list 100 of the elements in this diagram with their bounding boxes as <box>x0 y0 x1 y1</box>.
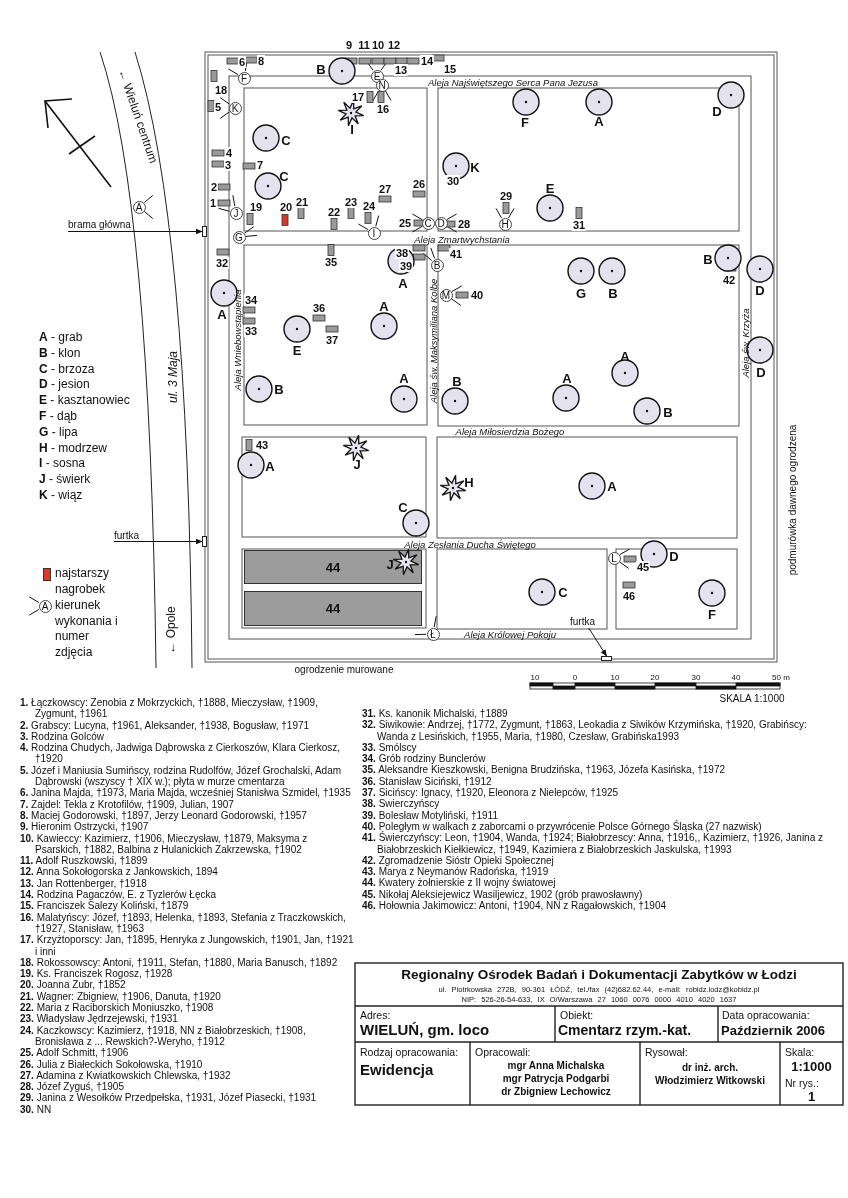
grave-number: 23 <box>343 196 359 208</box>
grave-number: 22 <box>326 206 342 218</box>
grave-number: 31 <box>571 219 587 231</box>
tree-letter: A <box>562 370 572 386</box>
alley-name: Aleja św. Maksymiliana Kolbe <box>427 278 438 404</box>
list-entry: 4. Rodzina Chudych, Jadwiga Dąbrowska z Cierkoszów, Klara Cierkosz, †1920 <box>20 742 342 765</box>
alley-name: Aleja Najświętszego Serca Pana Jezusa <box>428 76 598 88</box>
grave-number: 10 <box>370 39 386 51</box>
tree-letter: B <box>663 404 673 420</box>
tree-letter: E <box>292 342 302 358</box>
photo-marker: A <box>38 599 52 613</box>
author-name: dr inż. arch. <box>680 1062 740 1073</box>
alley-name: Aleja Wniebowstąpienia <box>231 289 242 391</box>
list-entry: 5. Józef i Maniusia Sumińscy, rodzina Rudolfów, Józef Grochalski, Adam Dąbrowski (wszyscy † XIX w.); płyta w murze cmentarza <box>20 764 342 788</box>
tree-letter: F <box>708 606 716 622</box>
list-entry: 22. Maria z Raciborskich Moniuszko, †1908 <box>20 1002 215 1014</box>
author-name: mgr Anna Michalska <box>506 1060 606 1071</box>
field-caption: Opracowali: <box>475 1046 532 1058</box>
list-entry: 46. Hołownia Jakimowicz: Antoni, †1904, NN z Ragałowskich, †1904 <box>362 900 668 912</box>
legend-entry: B - klon <box>39 346 81 359</box>
list-entry: 25. Adolf Schmitt, †1906 <box>20 1047 129 1059</box>
tree-letter: J <box>353 456 361 472</box>
gate-post <box>601 656 612 661</box>
legend-entry: D - jesion <box>39 378 90 391</box>
grave-number: 40 <box>469 289 485 301</box>
field-value: 1:1000 <box>790 1059 833 1074</box>
list-entry: 45. Nikołaj Aleksiejewicz Wasiljewicz, 1902 (grób prawosławny) <box>362 888 644 901</box>
list-entry: 33. Smólscy <box>362 741 417 754</box>
list-entry: 28. Józef Zyguś, †1905 <box>20 1081 125 1093</box>
field-caption: Data opracowania: <box>722 1009 811 1021</box>
field-value: WIELUŃ, gm. loco <box>360 1021 491 1038</box>
grave-number: 5 <box>213 101 223 113</box>
map-note: podmurówka dawnego ogrodzena <box>786 424 798 576</box>
grave-number: 25 <box>397 217 413 229</box>
list-entry: 30. NN <box>20 1103 53 1115</box>
tree-letter: A <box>399 370 409 386</box>
field-caption: Skala: <box>785 1046 816 1058</box>
tree-letter: B <box>703 251 713 267</box>
list-entry: 43. Marya z Neymanów Radońska, †1919 <box>362 866 549 878</box>
legend-entry: E - kasztanowiec <box>39 394 130 407</box>
grave-number: 39 <box>398 260 414 272</box>
list-entry: 3. Rodzina Golców <box>20 730 104 743</box>
grave-number: 42 <box>721 274 737 286</box>
field-caption: Adres: <box>360 1009 392 1021</box>
photo-marker: G <box>232 230 246 244</box>
tree-letter: D <box>712 103 722 119</box>
grave-number: 21 <box>294 196 310 208</box>
arrow <box>588 627 607 657</box>
grave-number: 35 <box>323 256 339 268</box>
grave-number: 19 <box>248 201 264 213</box>
alley-name: Aleja Królowej Pokoju <box>464 628 556 640</box>
tree-letter: D <box>755 282 765 298</box>
grave-number: 2 <box>209 181 219 193</box>
list-entry: 1. Łączkowscy: Zenobia z Mokrzyckich, †1888, Mieczysław, †1909, Zygmunt, †1961 <box>20 697 319 720</box>
list-entry: 32. Siwikowie: Andrzej, †1772, Zygmunt, †1863, Leokadia z Siwików Krzymińska, †1920, Grabińscy: Wanda z Lesińskich, †1955, Maria, †1980, Czesław, Grabińska1993 <box>362 719 808 742</box>
scale-tick-label: 10 <box>530 672 540 682</box>
list-entry: 8. Maciej Godorowski, †1897, Jerzy Leonard Godorowski, †1957 <box>20 809 308 822</box>
list-entry: 39. Bolesław Motyliński, †1911 <box>362 809 499 821</box>
list-entry: 44. Kwatery żołnierskie z II wojny światowej <box>362 877 557 889</box>
scale-tick-label: 40 <box>731 672 741 682</box>
grave-number: 18 <box>213 84 229 96</box>
grave-number: 1 <box>208 197 218 209</box>
grave-number: 24 <box>361 200 377 212</box>
grave-number: 15 <box>442 63 458 75</box>
legend-entry: H - modrzew <box>39 441 107 454</box>
grave-number: 36 <box>311 302 327 314</box>
grave-number: 43 <box>254 439 270 451</box>
list-entry: 18. Rokossowscy: Antoni, †1911, Stefan, †1880, Maria Banusch, †1892 <box>20 956 339 969</box>
scale-tick-label: 30 <box>691 672 701 682</box>
list-entry: 41. Świerczyńscy: Leon, †1904, Wanda, †1924; Białobrzescy: Anna, †1916,, Kazimierz, †1926, Janina z Białobrzeskich Kiełkiewicz, †1949, Kazimiera z Białobrzeskich Jaskulska, †1993 <box>362 832 825 855</box>
tree-letter: B <box>274 381 284 397</box>
list-entry: 20. Joanna Zubr, †1852 <box>20 979 126 991</box>
field-value: 1 <box>806 1089 817 1104</box>
grave-number: 9 <box>344 39 354 51</box>
organization-name: Regionalny Ośrodek Badań i Dokumentacji Zabytków w Łodzi <box>400 967 798 982</box>
list-entry: 10. Kawieccy: Kazimierz, †1906, Mieczysław, †1879, Maksyma z Psarskich, †1882, Balbina z Hulanickich Zakrzewska, †1902 <box>20 832 309 856</box>
list-entry: 14. Rodzina Pagaczów, E. z Tyzlerów Łęcka <box>20 889 218 901</box>
tree-letter: C <box>281 132 291 148</box>
map-note: ogrodzenie murowane <box>294 663 394 675</box>
scale-caption: SKALA 1:1000 <box>719 692 785 704</box>
tree-letter: B <box>452 373 462 389</box>
grave-number: 28 <box>456 218 472 230</box>
field-caption: Nr rys.: <box>785 1077 820 1089</box>
grave-number: 34 <box>243 294 259 306</box>
tree-letter: C <box>279 168 289 184</box>
direction-text: ← Wieluń centrum <box>115 67 161 165</box>
grave-number: 11 <box>357 39 371 51</box>
legend-entry: J - świerk <box>39 473 91 486</box>
tree-letter: D <box>756 364 766 380</box>
tree-letter: A <box>217 306 227 322</box>
grave-number: 38 <box>394 247 410 259</box>
grave-number: 3 <box>223 159 233 171</box>
tree-letter: C <box>558 584 568 600</box>
grave-number: 14 <box>419 55 435 67</box>
author-name: dr Zbigniew Lechowicz <box>500 1086 612 1097</box>
field-value: Ewidencja <box>360 1061 435 1078</box>
list-entry: 2. Grabscy: Lucyna, †1961, Aleksander, †1938, Bogusław, †1971 <box>20 719 311 731</box>
tree-letter: E <box>545 180 555 196</box>
list-entry: 6. Janina Majda, †1973, Maria Majda, wcześniej Stanisłwa Szmidel, †1935 <box>20 787 352 799</box>
list-entry: 38. Swierczyńscy <box>362 798 440 810</box>
